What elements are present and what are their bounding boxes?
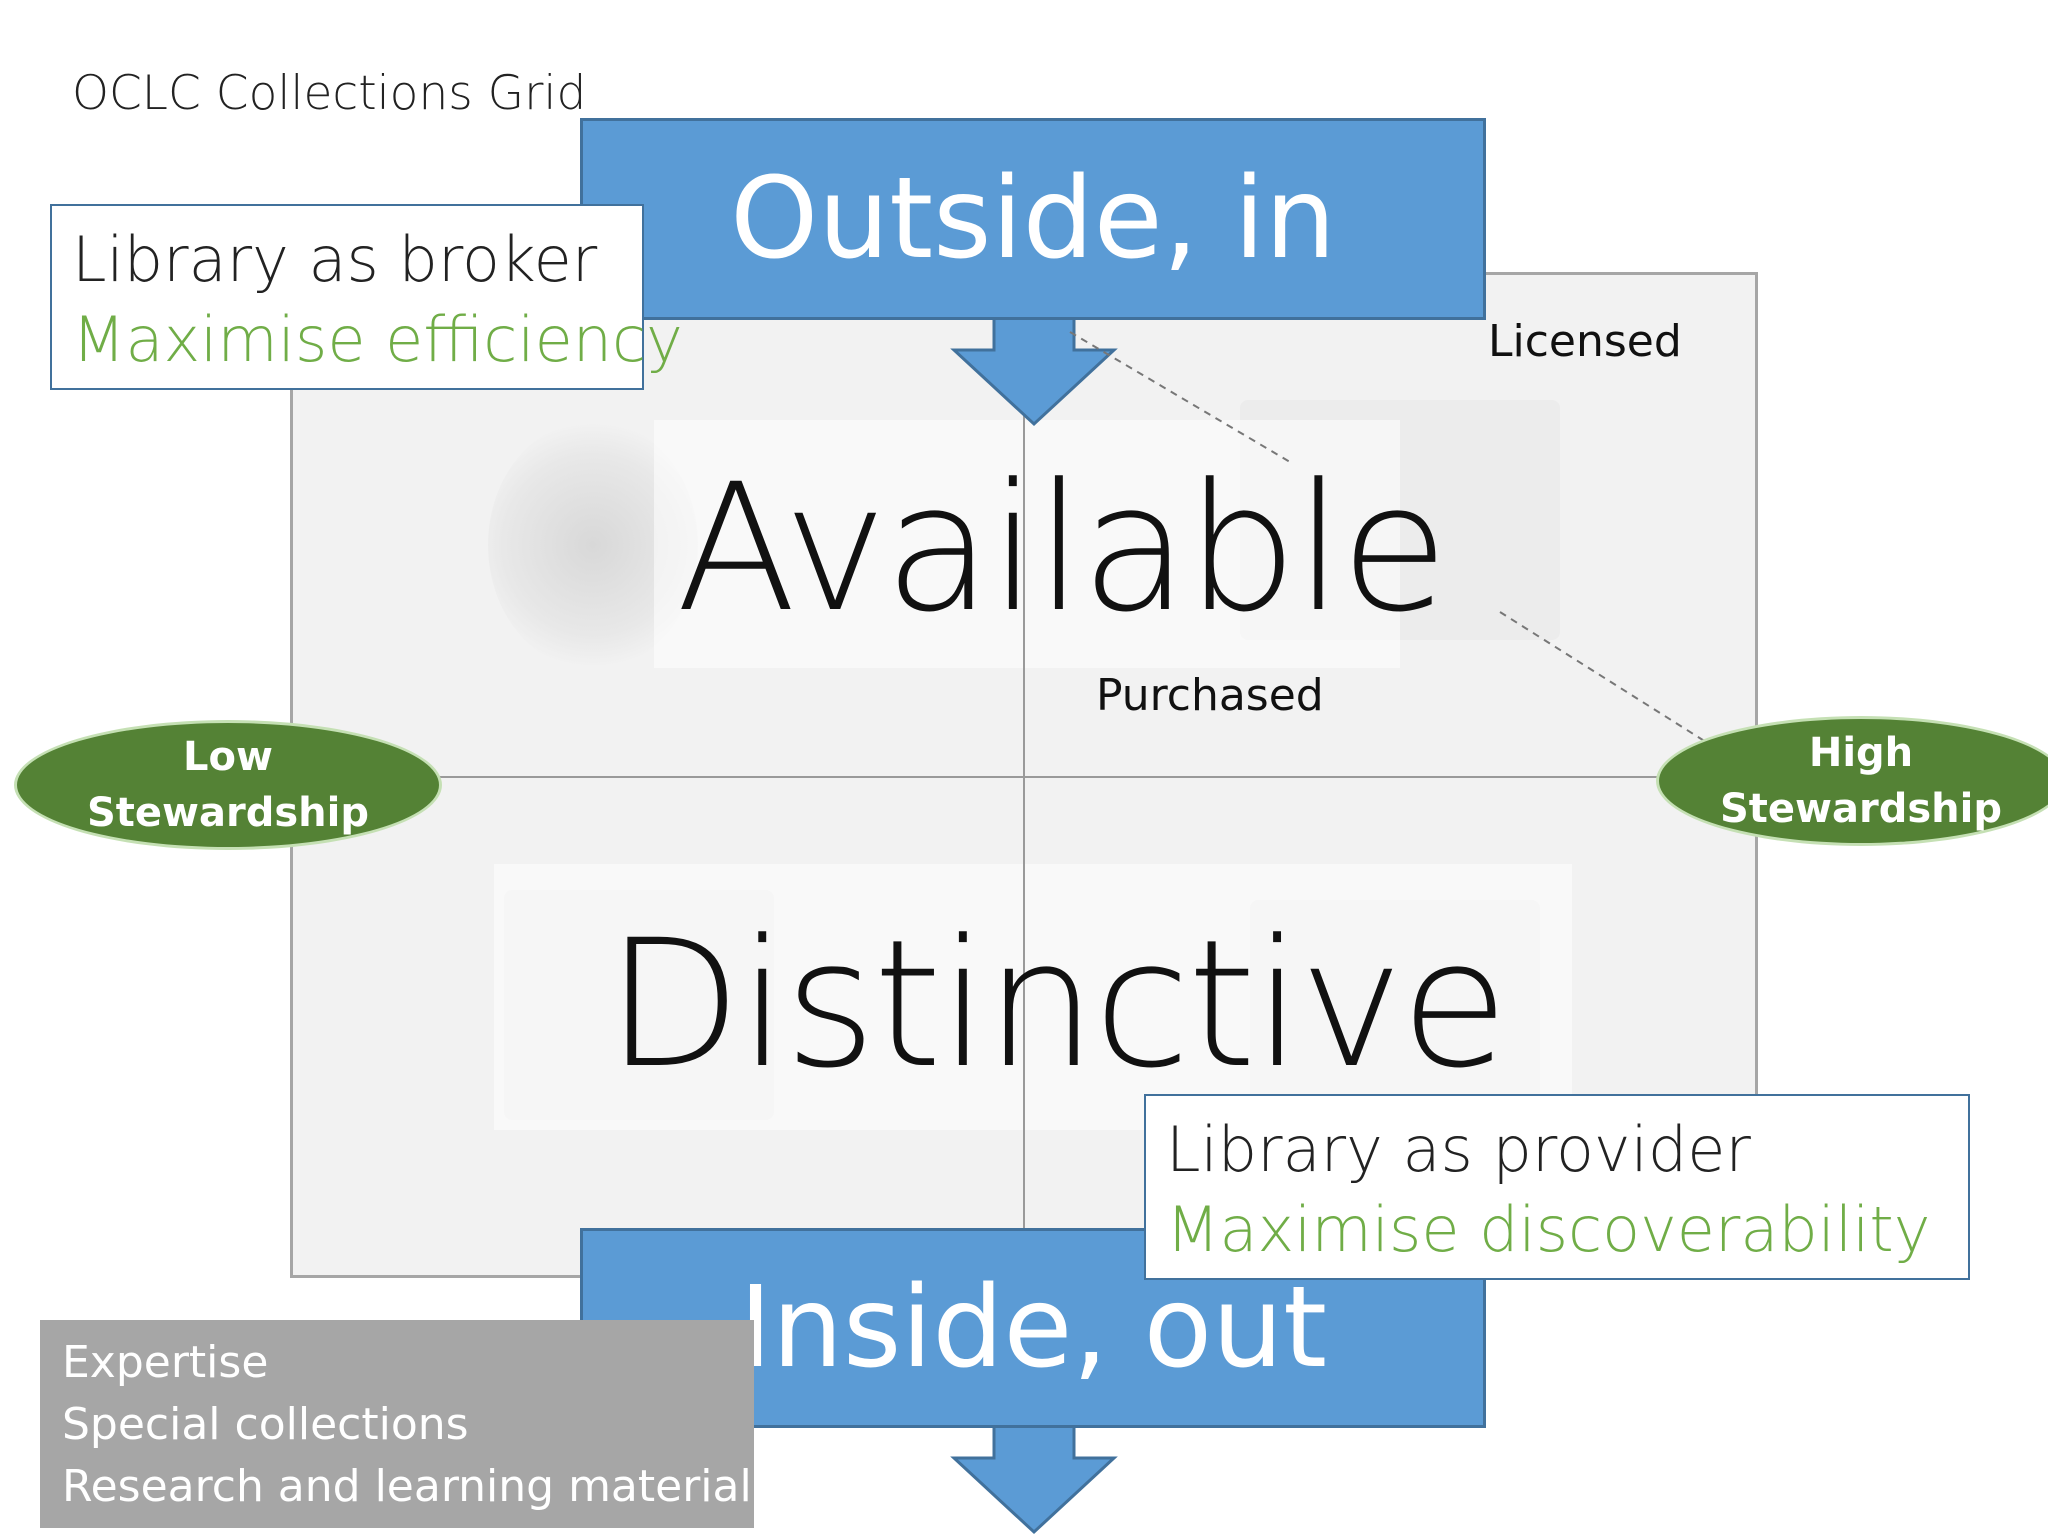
down-arrow-bottom — [950, 1424, 1118, 1535]
low-stewardship-ellipse: Low Stewardship — [14, 720, 442, 850]
low-stewardship-line2: Stewardship — [87, 790, 369, 836]
high-stewardship-ellipse: High Stewardship — [1656, 716, 2048, 846]
library-as-provider-box: Library as provider Maximise discoverabi… — [1144, 1094, 1970, 1280]
high-stewardship-line1: High — [1808, 730, 1914, 776]
available-panel — [654, 420, 1400, 668]
licensed-label: Licensed — [1488, 316, 1682, 367]
example-item: Research and learning materials — [62, 1461, 775, 1512]
broker-goal: Maximise efficiency — [72, 303, 683, 376]
library-as-broker-box: Library as broker Maximise efficiency — [50, 204, 683, 390]
distinctive-label: Distinctive — [606, 902, 1509, 1107]
high-stewardship-line2: Stewardship — [1720, 786, 2002, 832]
outside-in-box: Outside, in — [580, 118, 1486, 320]
horizontal-axis — [290, 776, 1758, 778]
provider-goal: Maximise discoverability — [1166, 1193, 1931, 1266]
slide-title: OCLC Collections Grid — [72, 66, 587, 121]
vertical-axis — [1023, 272, 1025, 1278]
purchased-label: Purchased — [1096, 670, 1324, 721]
broker-role: Library as broker — [72, 223, 598, 296]
dashed-connector-upper — [1069, 331, 1291, 463]
dashed-connector-lower — [1499, 611, 1707, 743]
available-label: Available — [676, 446, 1449, 651]
provider-role: Library as provider — [1166, 1113, 1751, 1186]
low-stewardship-line1: Low — [183, 734, 273, 780]
example-item: Expertise — [62, 1337, 269, 1388]
down-arrow-top — [950, 316, 1118, 427]
example-item: Special collections — [62, 1399, 469, 1450]
distinctive-panel — [494, 864, 1572, 1130]
inside-out-examples-box: Expertise Special collections Research a… — [40, 1320, 775, 1528]
